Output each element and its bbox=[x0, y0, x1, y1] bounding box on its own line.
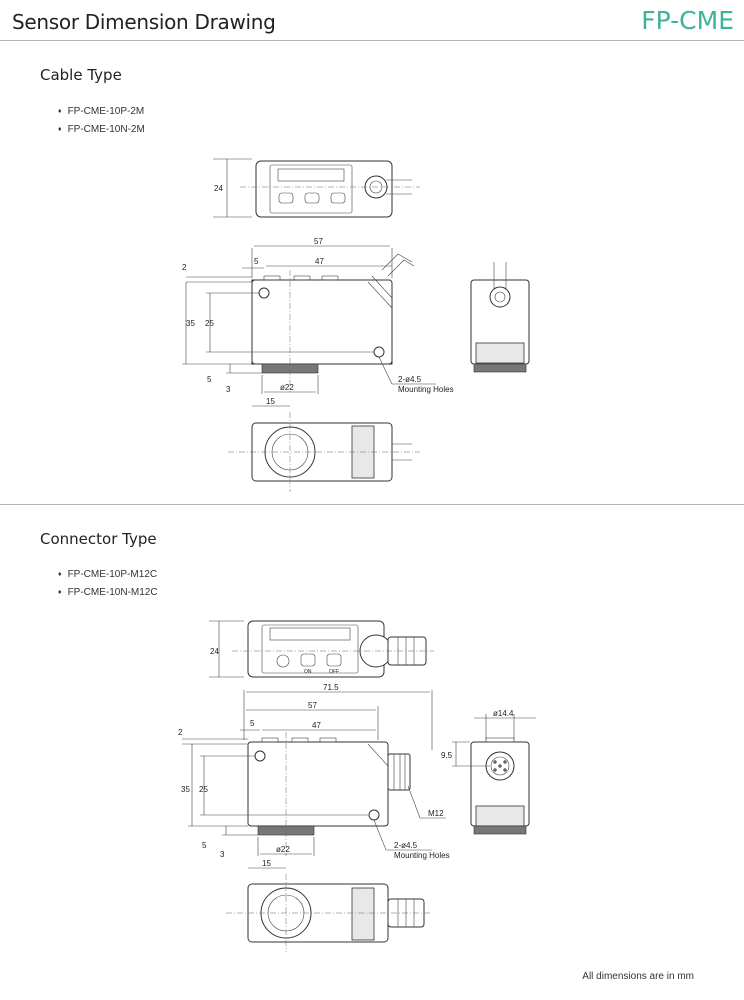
connector-thread-label: M12 bbox=[428, 809, 444, 818]
cable-dim-length: 57 bbox=[314, 237, 323, 246]
brand-label: FP-CME bbox=[641, 6, 734, 35]
connector-model-item: FP-CME-10N-M12C bbox=[58, 584, 158, 602]
cable-dim-top-height: 24 bbox=[214, 184, 223, 193]
connector-dim-inner: 47 bbox=[312, 721, 321, 730]
cable-top-view: 24 bbox=[213, 158, 420, 218]
connector-holes-label: 2-ø4.5 bbox=[394, 841, 418, 850]
connector-side-view: ø14.4 9.5 bbox=[441, 709, 536, 835]
cable-holes-label-2: Mounting Holes bbox=[398, 385, 454, 394]
connector-dim-mid: 25 bbox=[199, 785, 208, 794]
connector-top-view: ON OFF 24 bbox=[209, 620, 434, 678]
connector-dim-offset: 5 bbox=[250, 719, 255, 728]
cable-dim-gap: 2 bbox=[182, 263, 187, 272]
cable-side-view bbox=[470, 262, 530, 373]
connector-dim-dia: ø22 bbox=[276, 845, 290, 854]
cable-dim-height: 35 bbox=[186, 319, 195, 328]
connector-model-item: FP-CME-10P-M12C bbox=[58, 566, 158, 584]
header-rule bbox=[0, 40, 744, 41]
footer-note: All dimensions are in mm bbox=[582, 971, 694, 982]
connector-dim-length: 57 bbox=[308, 701, 317, 710]
connector-dim-pos: 15 bbox=[262, 859, 271, 868]
connector-dim-conn-off: 9.5 bbox=[441, 751, 453, 760]
connector-dim-height: 35 bbox=[181, 785, 190, 794]
cable-section-title: Cable Type bbox=[40, 66, 122, 84]
cable-model-item: FP-CME-10P-2M bbox=[58, 103, 145, 121]
connector-model-list: FP-CME-10P-M12C FP-CME-10N-M12C bbox=[58, 566, 158, 602]
cable-bottom-view bbox=[228, 412, 420, 492]
cable-model-list: FP-CME-10P-2M FP-CME-10N-2M bbox=[58, 103, 145, 139]
connector-dim-bottom: 5 bbox=[202, 841, 207, 850]
connector-btn-off-label: OFF bbox=[329, 669, 339, 675]
connector-section-title: Connector Type bbox=[40, 530, 157, 548]
cable-dim-step: 3 bbox=[226, 385, 231, 394]
cable-model-item: FP-CME-10N-2M bbox=[58, 121, 145, 139]
connector-dim-conn-dia: ø14.4 bbox=[493, 709, 514, 718]
cable-dim-inner: 47 bbox=[315, 257, 324, 266]
cable-dim-pos: 15 bbox=[266, 397, 275, 406]
cable-dim-dia: ø22 bbox=[280, 383, 294, 392]
connector-holes-label-2: Mounting Holes bbox=[394, 851, 450, 860]
cable-dim-offset: 5 bbox=[254, 257, 259, 266]
page-title: Sensor Dimension Drawing bbox=[12, 10, 276, 34]
cable-front-view: 57 47 5 2 35 25 5 3 ø22 15 2-ø4.5 Mounti… bbox=[182, 237, 454, 407]
connector-dim-total: 71.5 bbox=[323, 683, 339, 692]
cable-dim-mid: 25 bbox=[205, 319, 214, 328]
cable-holes-label: 2-ø4.5 bbox=[398, 375, 422, 384]
connector-dim-step: 3 bbox=[220, 850, 225, 859]
section-divider bbox=[0, 504, 744, 505]
connector-dim-top-height: 24 bbox=[210, 647, 219, 656]
connector-front-view: 71.5 57 47 5 2 35 25 5 3 ø22 15 2-ø4.5 M… bbox=[178, 683, 450, 869]
connector-bottom-view bbox=[226, 874, 432, 952]
connector-dim-gap: 2 bbox=[178, 728, 183, 737]
cable-dim-bottom: 5 bbox=[207, 375, 212, 384]
connector-btn-on-label: ON bbox=[304, 669, 312, 675]
